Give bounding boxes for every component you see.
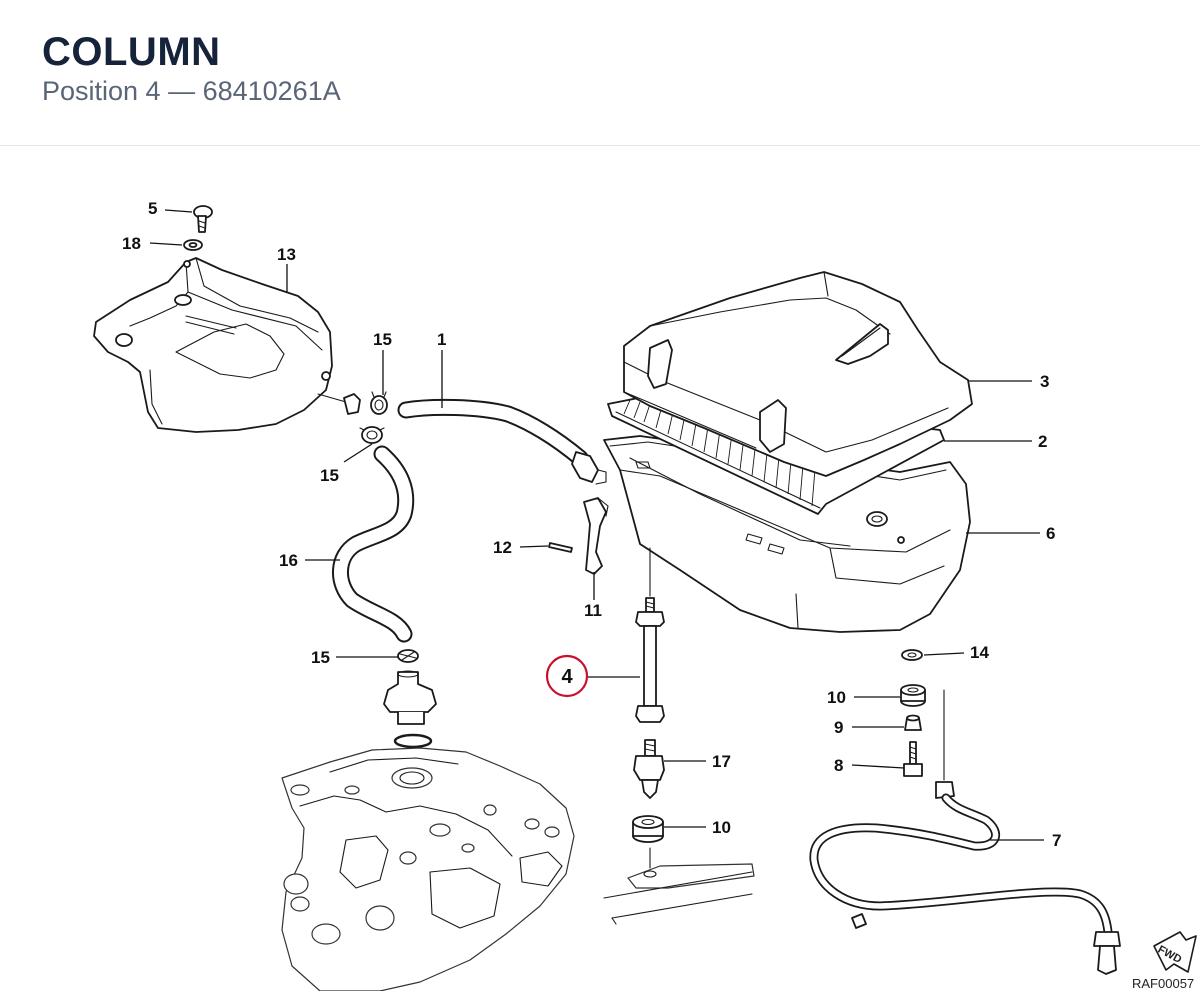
part-3-upper-housing[interactable] — [623, 271, 973, 477]
o-ring[interactable] — [393, 733, 433, 749]
callout-14: 14 — [970, 643, 989, 662]
part-15-clamp-middle[interactable] — [359, 426, 385, 444]
callout-15-lower: 15 — [311, 648, 330, 667]
callout-10-upper: 10 — [827, 688, 846, 707]
callout-13: 13 — [277, 245, 296, 264]
part-14-washer[interactable] — [901, 649, 923, 661]
page-subtitle: Position 4 — 68410261A — [42, 76, 341, 106]
callout-7: 7 — [1052, 831, 1061, 850]
callout-3: 3 — [1040, 372, 1049, 391]
part-18-washer[interactable] — [183, 239, 203, 251]
reference-code: RAF00057 — [1132, 976, 1194, 991]
fwd-arrow-icon: FWD — [1153, 931, 1197, 973]
selected-callout-label: 4 — [561, 666, 573, 688]
part-8-bolt[interactable] — [903, 741, 923, 777]
part-7-intake-tube[interactable] — [809, 689, 1121, 975]
callout-2: 2 — [1038, 432, 1047, 451]
callout-16: 16 — [279, 551, 298, 570]
callout-10-lower: 10 — [712, 818, 731, 837]
page-header: COLUMN Position 4 — 68410261A — [0, 0, 1200, 146]
selected-callout-4[interactable]: 4 — [545, 654, 589, 698]
part-4-column-stud[interactable] — [635, 547, 665, 723]
part-10-grommet-lower[interactable] — [632, 815, 664, 843]
callout-5: 5 — [148, 199, 157, 218]
part-13-reservoir[interactable] — [93, 257, 333, 433]
callout-12: 12 — [493, 538, 512, 557]
selected-callout-ring — [545, 654, 589, 698]
hose-connector[interactable] — [317, 393, 361, 415]
part-16-hose[interactable] — [332, 445, 415, 643]
part-10-grommet-upper[interactable] — [900, 684, 926, 707]
callout-17: 17 — [712, 752, 731, 771]
callout-1: 1 — [437, 330, 446, 349]
part-5-bolt[interactable] — [193, 205, 213, 233]
callout-8: 8 — [834, 756, 843, 775]
page-title: COLUMN — [42, 30, 221, 74]
callout-15-middle: 15 — [320, 466, 339, 485]
callout-labels: 5 18 13 15 1 15 16 15 12 11 3 2 6 14 10 … — [122, 199, 1061, 850]
callout-6: 6 — [1046, 524, 1055, 543]
part-11-bracket[interactable] — [583, 497, 609, 575]
part-9-bushing[interactable] — [904, 714, 922, 731]
part-15-clamp-upper[interactable] — [370, 391, 388, 415]
callout-9: 9 — [834, 718, 843, 737]
part-1-hose[interactable] — [397, 398, 607, 485]
pcv-valve-fitting[interactable] — [383, 670, 437, 725]
engine-block-outline — [281, 747, 575, 991]
leader-lines — [149, 209, 1044, 841]
callout-15-upper: 15 — [373, 330, 392, 349]
callout-11: 11 — [584, 601, 602, 620]
part-15-clamp-lower[interactable] — [397, 649, 419, 663]
mounting-bracket-outline — [603, 847, 755, 925]
callout-18: 18 — [122, 234, 141, 253]
part-17-stud[interactable] — [633, 739, 665, 799]
part-12-pin[interactable] — [548, 542, 573, 553]
part-6-lower-housing[interactable] — [603, 435, 971, 633]
